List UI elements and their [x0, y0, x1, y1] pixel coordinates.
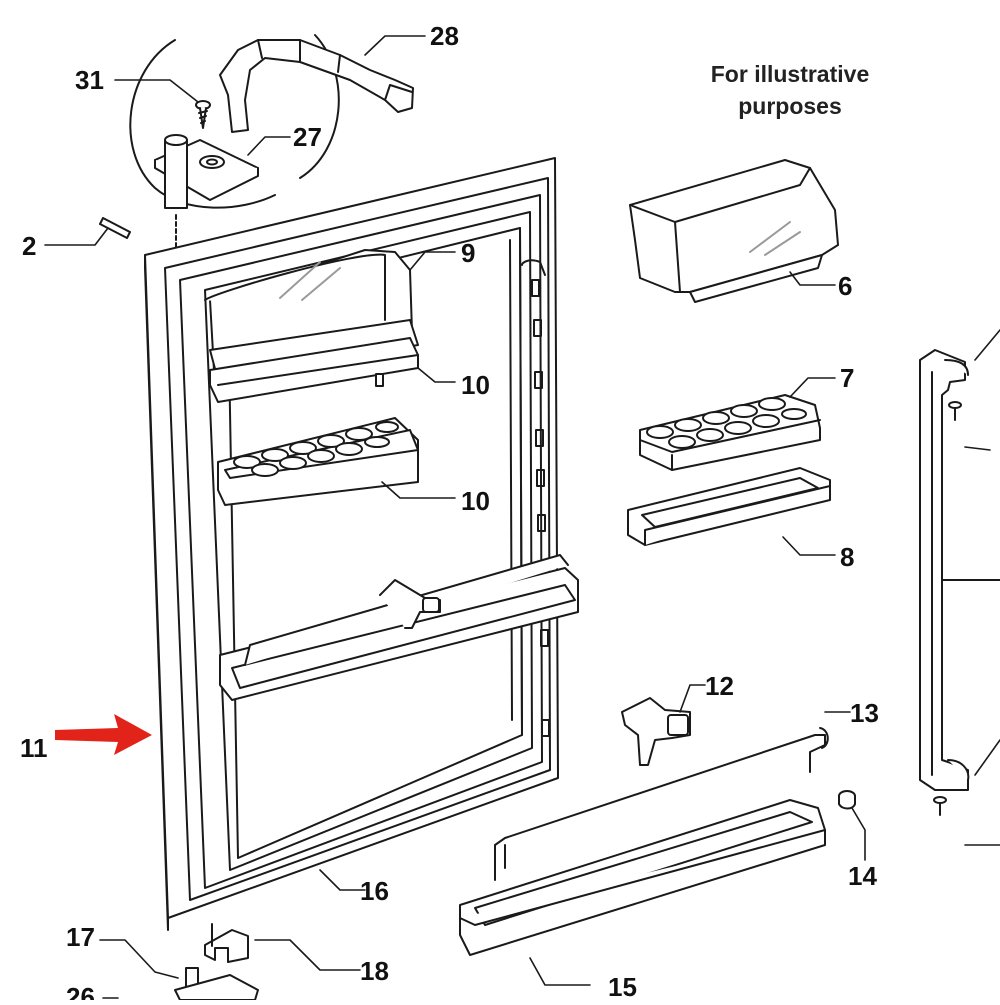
leader-lines [44, 35, 1000, 999]
door-bin-part-15 [459, 799, 826, 956]
label-18: 18 [360, 956, 389, 986]
label-14: 14 [848, 861, 877, 891]
cap-part-14 [838, 790, 856, 810]
note-line-1: For illustrative [710, 61, 870, 87]
rail-part-13 [494, 727, 829, 881]
egg-tray-part-7 [639, 394, 821, 471]
label-11: 11 [20, 733, 48, 763]
label-6: 6 [838, 271, 852, 301]
bracket-part-12 [621, 697, 691, 766]
label-16: 16 [360, 876, 389, 906]
hinge-plate-part-27 [154, 134, 259, 209]
label-9: 9 [461, 238, 475, 268]
red-arrow-icon [55, 714, 152, 755]
screw-part-31 [195, 100, 211, 129]
door-bin-large [219, 554, 579, 701]
dairy-cover-part-6 [629, 159, 839, 303]
egg-tray-part-10-lower [217, 417, 419, 506]
note-line-2: purposes [738, 93, 842, 119]
label-27: 27 [293, 122, 322, 152]
label-7: 7 [840, 363, 854, 393]
label-2: 2 [22, 231, 36, 261]
pin-part-2 [99, 217, 131, 239]
bottom-hinge-part-17 [174, 967, 259, 1001]
illustrative-note: For illustrative purposes [640, 58, 940, 122]
label-10-upper: 10 [461, 370, 490, 400]
label-15: 15 [608, 972, 637, 1000]
label-28: 28 [430, 21, 459, 51]
label-13: 13 [850, 698, 879, 728]
label-10-lower: 10 [461, 486, 490, 516]
label-31: 31 [75, 65, 104, 95]
label-26: 26 [66, 982, 95, 1000]
label-17: 17 [66, 922, 95, 952]
label-12: 12 [705, 671, 734, 701]
hinge-cover-part-28 [219, 39, 414, 133]
door-shelf-part-8 [627, 467, 831, 546]
dairy-bin-part-9 [204, 249, 419, 389]
label-8: 8 [840, 542, 854, 572]
bottom-hinge-part-18 [204, 923, 249, 963]
door-handle-partial [919, 349, 1000, 816]
